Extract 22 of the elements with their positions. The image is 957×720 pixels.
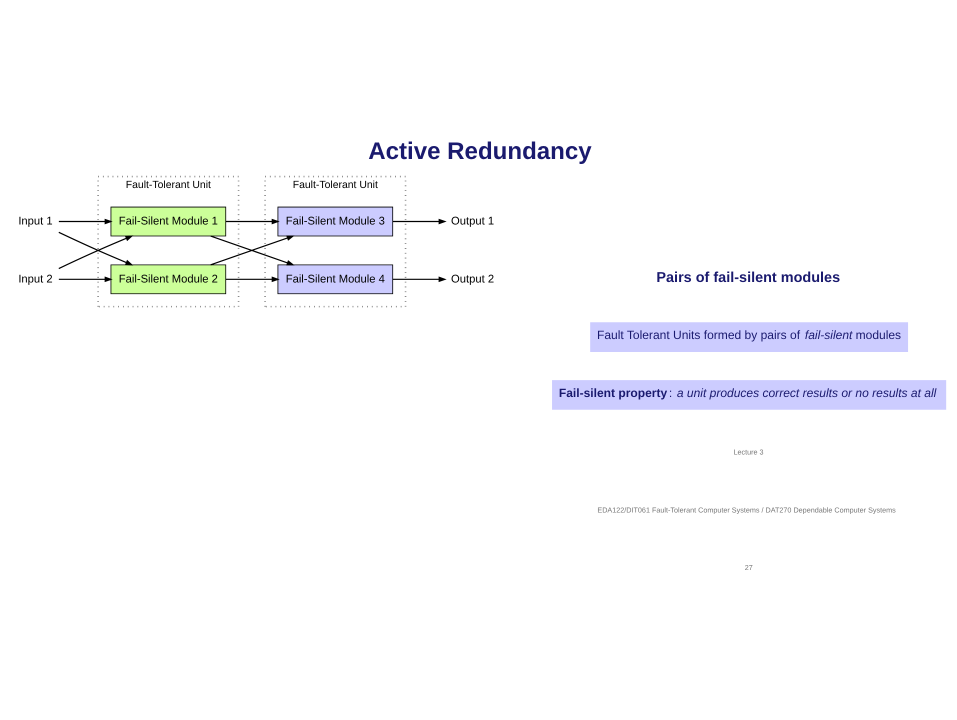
node-box: Fail-Silent Module 4 xyxy=(277,264,393,294)
label: Lecture 3 xyxy=(732,447,764,456)
label: Fault Tolerant Units formed by pairs of fail-silent modules xyxy=(596,328,901,342)
arrow xyxy=(225,276,280,282)
arrow xyxy=(58,218,112,224)
label: 27 xyxy=(744,563,752,572)
node-box: Fail-Silent Module 1 xyxy=(110,206,226,236)
arrow xyxy=(392,218,446,224)
label: Pairs of fail-silent modules xyxy=(656,270,840,286)
node-text: Input 2 xyxy=(18,273,52,286)
node-text: Output 1 xyxy=(450,216,494,228)
label: EDA122/DIT061 Fault-Tolerant Computer Systems / DAT270 Dependable Computer Systems xyxy=(596,505,896,514)
node-text: Input 1 xyxy=(18,216,52,228)
diagram-title: Active Redundancy xyxy=(368,138,592,165)
arrow xyxy=(392,276,446,282)
arrow xyxy=(58,276,112,282)
arrow xyxy=(210,235,294,266)
node-text: Output 2 xyxy=(450,273,494,286)
label: Fail-silent property: a unit produces correct results or no results at all xyxy=(558,386,936,400)
arrow xyxy=(225,218,280,224)
node-box: Fail-Silent Module 3 xyxy=(277,206,393,236)
node-box: Fail-Silent Module 2 xyxy=(110,264,226,294)
